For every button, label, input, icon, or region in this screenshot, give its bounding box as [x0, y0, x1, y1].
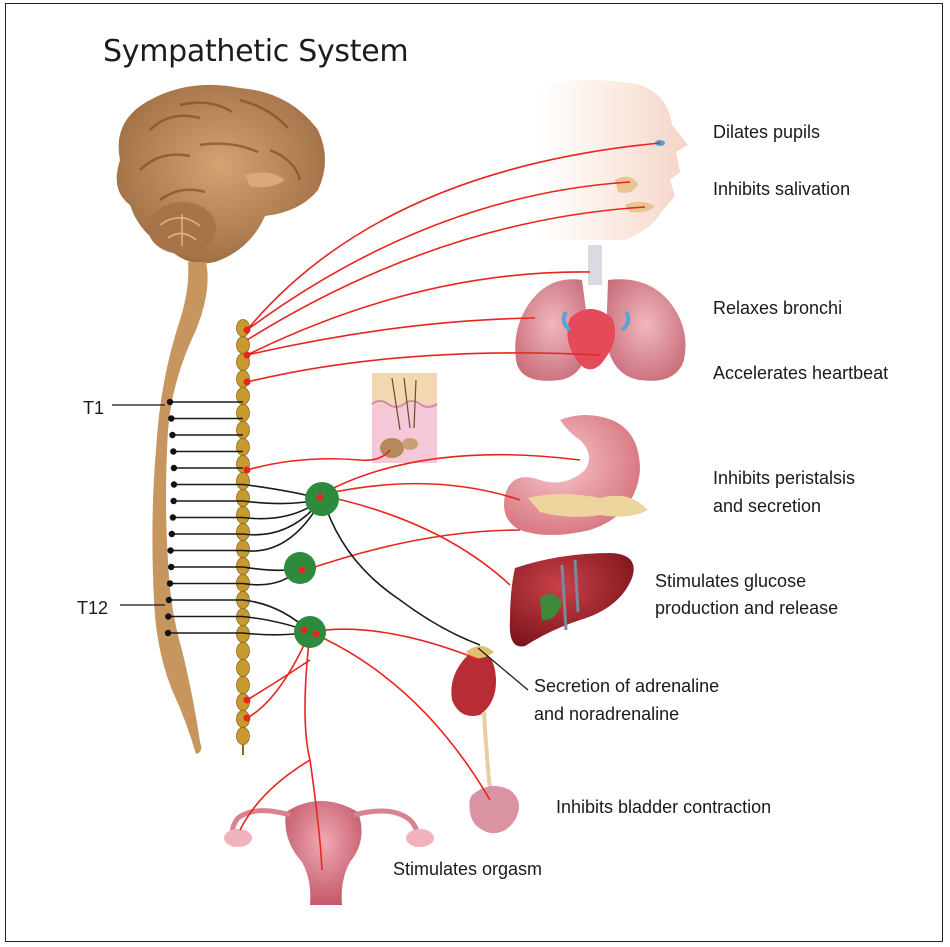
spinal-root-dot	[168, 415, 174, 421]
spinal-root-dot	[171, 481, 177, 487]
chain-ganglion-bead	[237, 660, 250, 677]
spinal-root-dot	[170, 448, 176, 454]
adrenal-fiber	[322, 495, 480, 645]
label-peristalsis-line1: Inhibits peristalsis	[713, 465, 855, 491]
label-t12: T12	[77, 595, 108, 621]
label-glucose-line1: Stimulates glucose	[655, 568, 806, 594]
chain-ganglion-bead	[237, 558, 250, 575]
label-relaxes-bronchi: Relaxes bronchi	[713, 295, 842, 321]
label-orgasm: Stimulates orgasm	[393, 856, 542, 882]
spinal-root-dot	[165, 630, 171, 636]
chain-ganglion-bead	[237, 677, 250, 694]
spinal-root-dot	[167, 399, 173, 405]
chain-ganglion-bead	[237, 728, 250, 745]
spinal-cord	[152, 262, 207, 754]
chain-ganglion-bead	[237, 524, 250, 541]
chain-ganglion-bead	[237, 422, 250, 439]
chain-ganglion-bead	[237, 473, 250, 490]
chain-ganglion-bead	[237, 643, 250, 660]
label-peristalsis-line2: and secretion	[713, 493, 821, 519]
spinal-root-dot	[171, 465, 177, 471]
spinal-root-dot	[167, 547, 173, 553]
brain-illustration	[117, 85, 325, 264]
liver-illustration	[510, 553, 634, 646]
kidney-illustration	[451, 646, 496, 790]
chain-ganglion-bead	[237, 507, 250, 524]
chain-ganglion-bead	[237, 541, 250, 558]
uterus-illustration	[224, 801, 434, 905]
chain-ganglion-bead	[237, 439, 250, 456]
label-adrenaline-line2: and noradrenaline	[534, 701, 679, 727]
bladder-illustration	[469, 786, 519, 833]
spinal-root-dot	[166, 597, 172, 603]
spinal-root-dot	[170, 514, 176, 520]
spinal-root-dot	[167, 580, 173, 586]
label-adrenaline-line1: Secretion of adrenaline	[534, 673, 719, 699]
spinal-nerve	[171, 567, 300, 570]
inferior-mesenteric-ganglion	[294, 616, 326, 648]
synapse-dots	[244, 327, 324, 722]
chain-ganglion-bead	[237, 490, 250, 507]
lungs-illustration	[515, 245, 685, 381]
spinal-root-dot	[170, 498, 176, 504]
spinal-root-dot	[169, 531, 175, 537]
label-bladder: Inhibits bladder contraction	[556, 794, 771, 820]
spinal-root-dot	[168, 564, 174, 570]
label-t1: T1	[83, 395, 104, 421]
label-glucose-line2: production and release	[655, 595, 838, 621]
spinal-root-dot	[165, 613, 171, 619]
skin-inset	[372, 373, 437, 463]
spinal-root-dot	[169, 432, 175, 438]
label-accelerates-heartbeat: Accelerates heartbeat	[713, 360, 888, 386]
stomach-illustration	[504, 415, 648, 535]
label-dilates-pupils: Dilates pupils	[713, 119, 820, 145]
diagram-title: Sympathetic System	[103, 34, 408, 69]
label-inhibits-salivation: Inhibits salivation	[713, 176, 850, 202]
